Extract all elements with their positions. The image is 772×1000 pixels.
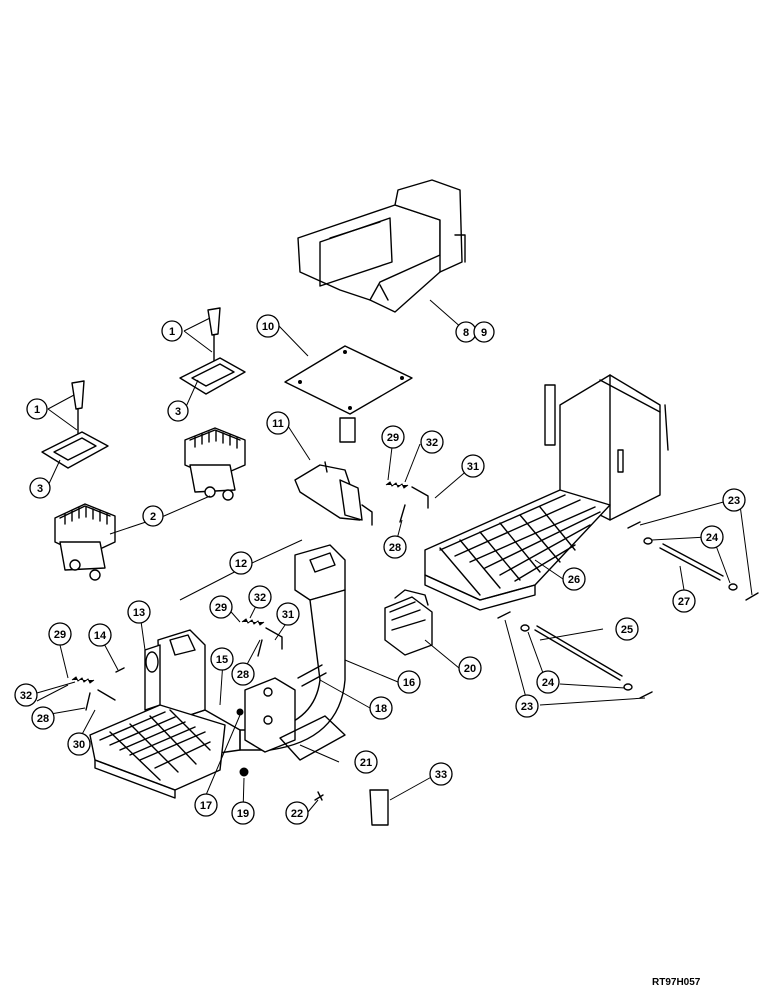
callout-19: 19 — [231, 801, 255, 825]
callout-32-c: 32 — [14, 683, 38, 707]
callout-1-upper: 1 — [161, 320, 183, 342]
callout-10: 10 — [256, 314, 280, 338]
svg-text:3: 3 — [37, 483, 43, 495]
svg-text:8: 8 — [463, 327, 469, 339]
callout-31-a: 31 — [461, 454, 485, 478]
callout-8: 8 — [455, 321, 477, 343]
svg-text:30: 30 — [73, 739, 85, 751]
callout-28-c: 28 — [31, 706, 55, 730]
left-step-assembly — [89, 544, 389, 826]
callout-29-b: 29 — [209, 595, 233, 619]
spring-pins — [71, 481, 429, 711]
mounting-plate — [284, 345, 413, 443]
control-valve-upper — [184, 427, 246, 501]
svg-text:32: 32 — [20, 690, 32, 702]
svg-text:20: 20 — [464, 663, 476, 675]
callout-30: 30 — [67, 732, 91, 756]
svg-text:32: 32 — [254, 592, 266, 604]
svg-text:16: 16 — [403, 677, 415, 689]
callout-14: 14 — [88, 623, 112, 647]
callout-28-b: 28 — [231, 662, 255, 686]
svg-text:9: 9 — [481, 327, 487, 339]
svg-text:10: 10 — [262, 321, 274, 333]
svg-text:22: 22 — [291, 808, 303, 820]
callout-24-upper: 24 — [700, 525, 724, 549]
callout-25: 25 — [615, 617, 639, 641]
svg-text:1: 1 — [34, 404, 40, 416]
callout-23-upper: 23 — [722, 488, 746, 512]
svg-text:23: 23 — [728, 495, 740, 507]
callout-24-lower: 24 — [536, 670, 560, 694]
svg-text:29: 29 — [387, 432, 399, 444]
svg-text:24: 24 — [706, 532, 719, 544]
svg-text:25: 25 — [621, 624, 633, 636]
callout-3-upper: 3 — [167, 400, 189, 422]
svg-text:28: 28 — [389, 542, 401, 554]
callout-33: 33 — [429, 762, 453, 786]
svg-text:13: 13 — [133, 607, 145, 619]
callout-23-lower: 23 — [515, 694, 539, 718]
svg-text:29: 29 — [215, 602, 227, 614]
callout-26: 26 — [562, 567, 586, 591]
callout-11: 11 — [266, 411, 290, 435]
callout-28-a: 28 — [383, 535, 407, 559]
callout-29-a: 29 — [381, 425, 405, 449]
svg-text:15: 15 — [216, 654, 228, 666]
joystick-upper — [179, 307, 246, 395]
svg-text:33: 33 — [435, 769, 447, 781]
callout-12: 12 — [229, 551, 253, 575]
svg-text:17: 17 — [200, 800, 212, 812]
right-step-assembly — [424, 374, 669, 611]
pins-and-washers — [497, 521, 759, 699]
svg-text:18: 18 — [375, 703, 387, 715]
svg-text:27: 27 — [678, 596, 690, 608]
reference-code: RT97H057 — [652, 977, 701, 988]
svg-text:28: 28 — [37, 713, 49, 725]
svg-text:3: 3 — [175, 406, 181, 418]
svg-text:31: 31 — [467, 461, 479, 473]
callout-15: 15 — [210, 647, 234, 671]
svg-text:19: 19 — [237, 808, 249, 820]
callout-20: 20 — [458, 656, 482, 680]
svg-text:24: 24 — [542, 677, 555, 689]
clamp-block — [384, 589, 433, 656]
svg-text:1: 1 — [169, 326, 175, 338]
joystick-lower — [41, 380, 109, 469]
callout-21: 21 — [354, 750, 378, 774]
callout-16: 16 — [397, 670, 421, 694]
svg-text:2: 2 — [150, 511, 156, 523]
svg-text:26: 26 — [568, 574, 580, 586]
callout-17: 17 — [194, 793, 218, 817]
callout-31-b: 31 — [276, 602, 300, 626]
callout-32-b: 32 — [248, 585, 272, 609]
callout-18: 18 — [369, 696, 393, 720]
callout-27: 27 — [672, 589, 696, 613]
callout-2: 2 — [142, 505, 164, 527]
control-valve-lower — [54, 503, 116, 581]
svg-text:32: 32 — [426, 437, 438, 449]
bracket — [294, 461, 373, 526]
svg-text:23: 23 — [521, 701, 533, 713]
callout-29-c: 29 — [48, 622, 72, 646]
svg-text:14: 14 — [94, 630, 107, 642]
svg-text:29: 29 — [54, 629, 66, 641]
operator-seat — [297, 179, 466, 313]
callout-3-lower: 3 — [29, 477, 51, 499]
callout-1-lower: 1 — [26, 398, 48, 420]
callout-32-a: 32 — [420, 430, 444, 454]
svg-text:31: 31 — [282, 609, 294, 621]
svg-text:12: 12 — [235, 558, 247, 570]
svg-text:28: 28 — [237, 669, 249, 681]
callout-22: 22 — [285, 801, 309, 825]
svg-text:21: 21 — [360, 757, 372, 769]
callout-13: 13 — [127, 600, 151, 624]
svg-text:11: 11 — [272, 418, 284, 430]
callout-9: 9 — [473, 321, 495, 343]
